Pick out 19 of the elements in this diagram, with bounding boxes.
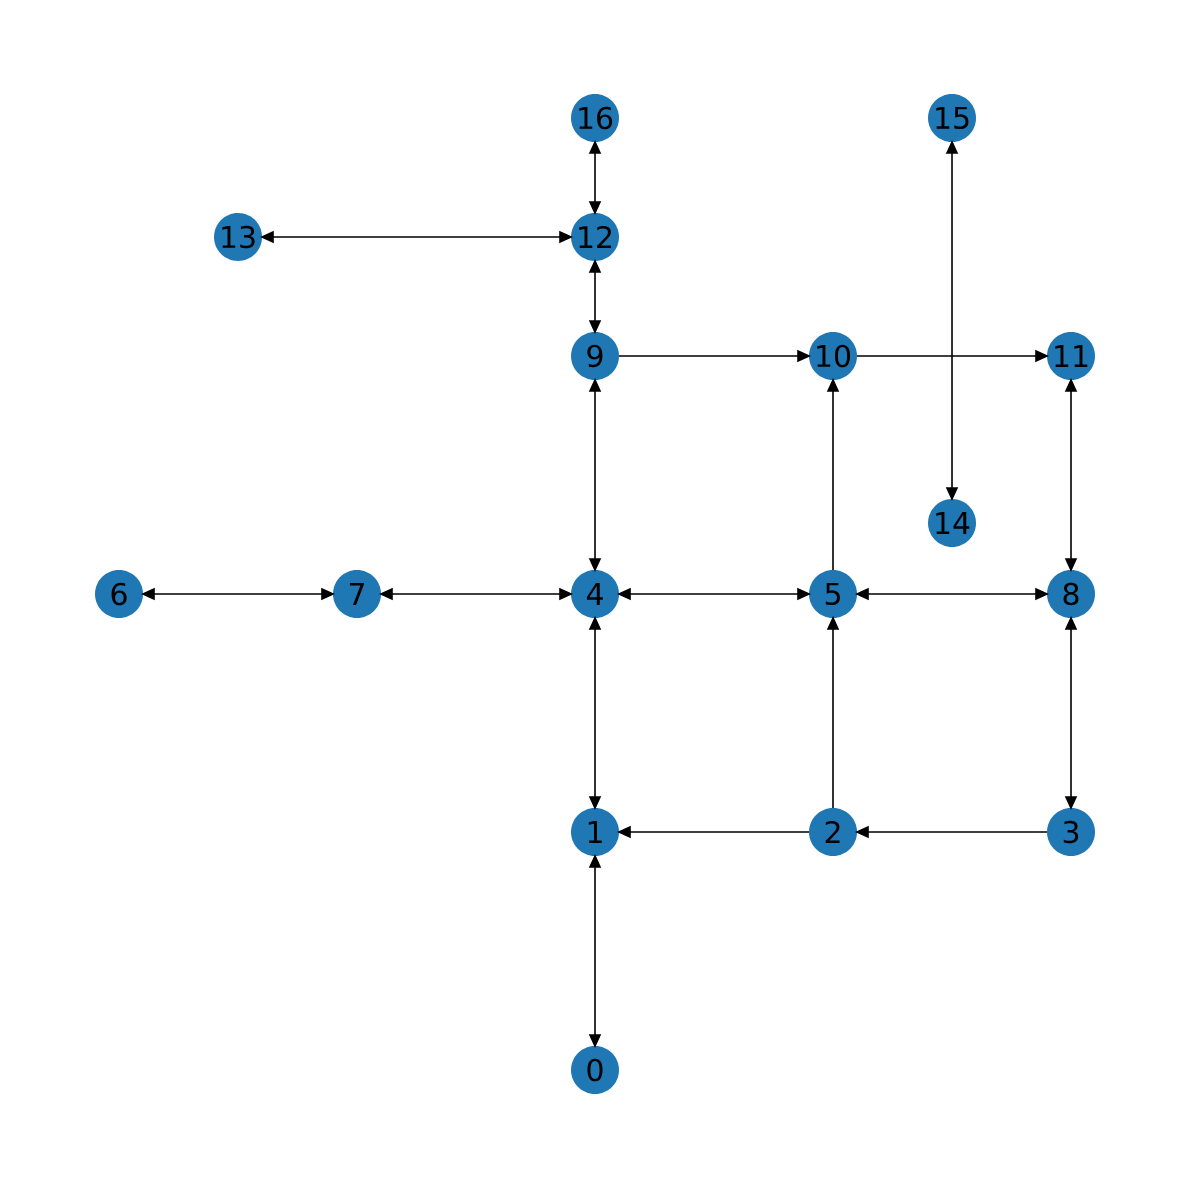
- arrow: [261, 230, 572, 244]
- arrow: [588, 617, 602, 809]
- arrow: [826, 617, 839, 809]
- arrow: [856, 826, 1048, 839]
- arrow: [1064, 379, 1078, 571]
- arrow: [618, 349, 810, 362]
- arrow: [826, 379, 839, 571]
- arrow: [588, 141, 602, 214]
- arrow: [588, 379, 602, 571]
- arrow: [618, 826, 810, 839]
- arrow: [856, 587, 1048, 601]
- arrow: [380, 587, 572, 601]
- arrow: [945, 141, 959, 500]
- arrow: [856, 349, 1048, 362]
- arrow: [588, 855, 602, 1047]
- arrow: [588, 260, 602, 333]
- arrow: [1064, 617, 1078, 809]
- arrow: [618, 587, 810, 601]
- arrow: [142, 587, 334, 601]
